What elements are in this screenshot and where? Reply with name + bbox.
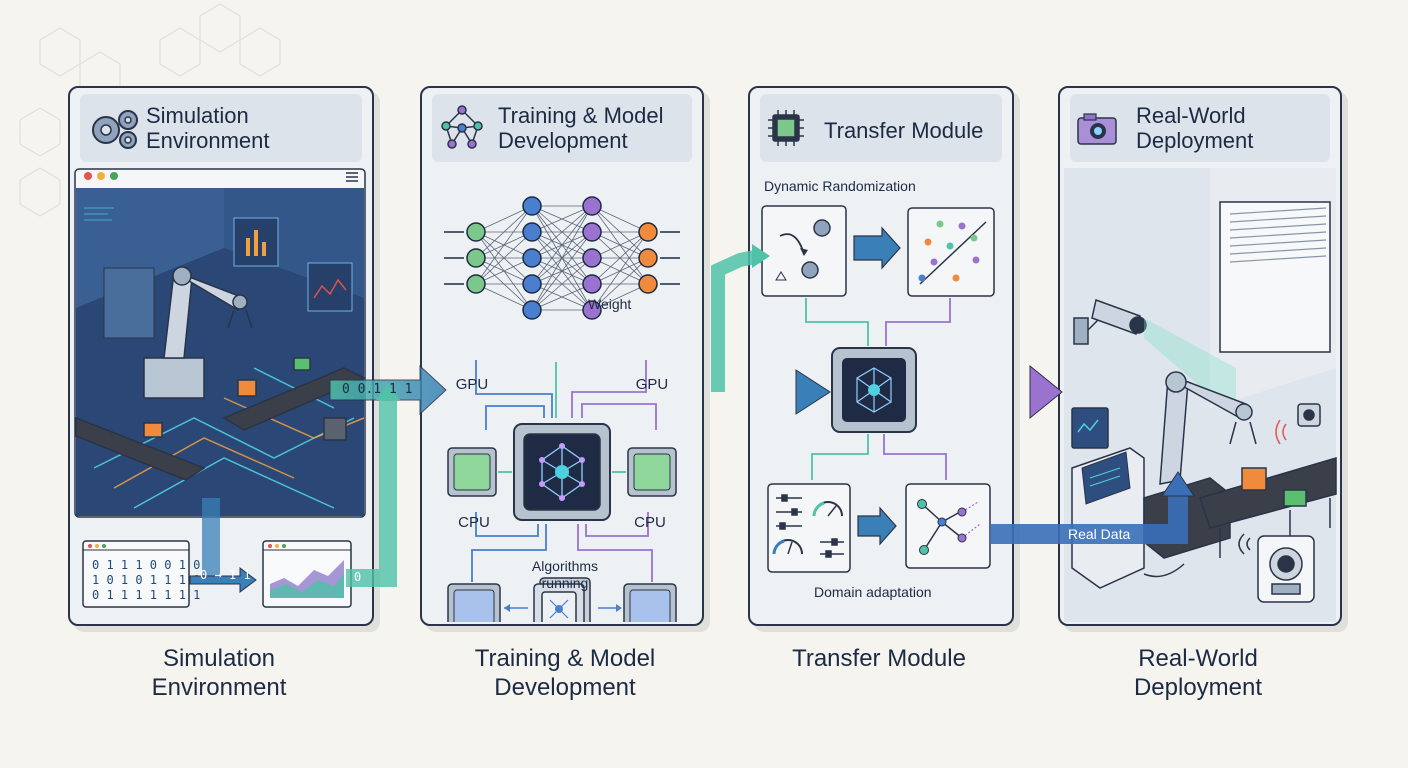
panel-header: Simulation Environment [80,94,362,162]
nn-node [466,274,486,294]
nn-node [582,274,602,294]
algorithms-label: Algorithms running [531,558,599,591]
nn-node [522,300,542,320]
sim-feedback-stream [346,396,397,587]
chart-window [262,540,352,608]
menu-icon [346,172,358,182]
caption-transfer: Transfer Module [792,645,966,672]
nn-node [582,248,602,268]
gauge-icon [772,501,843,555]
scatter-points [918,220,980,282]
webcam-icon [1257,535,1315,603]
panel-training: Training & Model Development [420,86,704,626]
cpu-label: CPU [634,514,666,531]
panel-deployment: Real-World Deployment [1058,86,1342,626]
cpu-chip-right [623,583,677,622]
nn-node [522,222,542,242]
gears-icon [92,110,138,149]
nn-node [638,222,658,242]
bits-out-label: 0 → 1 1 [200,568,251,582]
gpu-label: GPU [635,376,669,393]
randomization-label: Dynamic Randomization [764,178,916,194]
binary-line: 0 1 1 1 0 0 1 0 [92,558,201,572]
caption-simulation: Simulation Environment [151,645,287,701]
nn-node [522,196,542,216]
gpu-label: GPU [455,376,489,393]
nn-node [522,248,542,268]
neural-network-icon [441,105,483,149]
bits-tail-label: 0 [354,570,362,584]
panel-header: Real-World Deployment [1070,94,1330,162]
panel-transfer: Transfer Module Dynamic Randomization [748,86,1014,626]
panel-title: Training & Model Development [498,103,664,153]
cpu-label: CPU [458,514,490,531]
training-to-transfer-arrow [795,369,831,415]
nn-node [582,300,602,320]
adaptation-label: Domain adaptation [814,584,932,600]
security-camera-icon [1073,299,1147,345]
panel-title: Real-World Deployment [1136,103,1254,153]
nn-node [582,196,602,216]
window-close-dot [84,172,92,180]
gpu-chip-left [447,447,497,497]
panel-header: Training & Model Development [432,94,692,162]
nn-node [466,248,486,268]
panel-simulation: Simulation Environment [68,86,374,626]
weight-label: Weight [588,296,632,312]
gpu-chip-right [627,447,677,497]
simulation-window [74,168,366,518]
bits-flow-label: 0 0.1 1 1 [342,382,413,397]
camera-icon [1077,113,1117,145]
gear-icon [801,219,831,279]
transfer-to-deployment-arrow [1029,364,1063,420]
cpu-chip-left [447,583,501,622]
deployment-scene [1064,168,1337,622]
nn-node [466,222,486,242]
window-maximize-dot [110,172,118,180]
panel-title: Simulation Environment [146,103,270,153]
panel-header: Transfer Module [760,94,1002,162]
binary-line: 0 1 1 1 1 1 1 1 [92,588,201,602]
nn-node [638,248,658,268]
nn-node [638,274,658,294]
caption-training: Training & Model Development [474,645,656,701]
window-minimize-dot [97,172,105,180]
real-data-label: Real Data [1068,526,1131,542]
binary-data-window [82,540,190,608]
nn-node [582,222,602,242]
caption-deployment: Real-World Deployment [1133,645,1263,701]
training-diagram [444,196,680,622]
panel-title: Transfer Module [824,118,984,143]
chip-icon [768,110,804,146]
nn-node [522,274,542,294]
real-data-arrow [990,494,1188,544]
transfer-diagram [761,205,995,573]
